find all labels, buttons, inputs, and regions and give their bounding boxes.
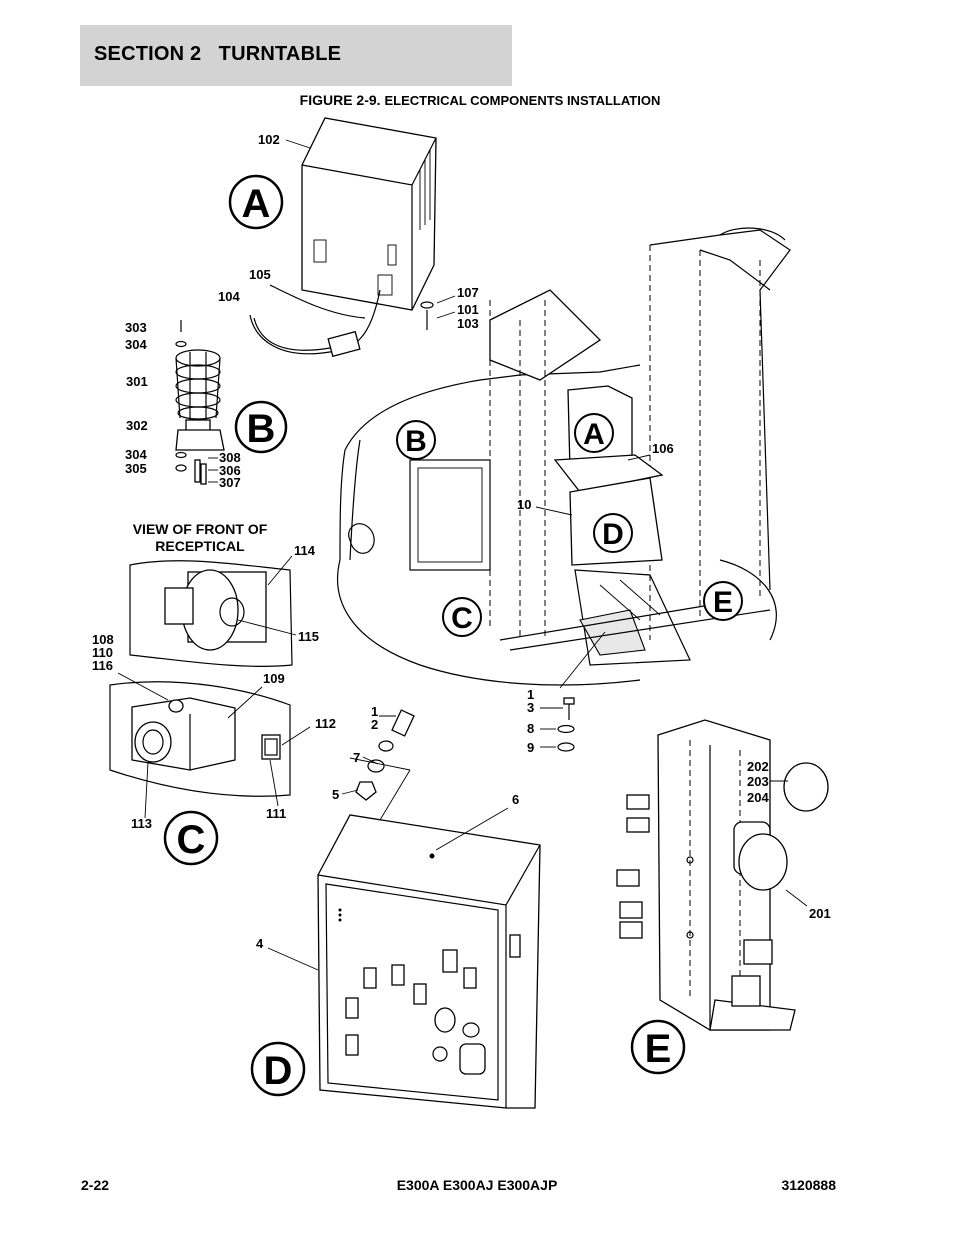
footer-models: E300A E300AJ E300AJP (396, 1177, 558, 1193)
callout-305: 305 (125, 461, 147, 476)
callout-202: 202 (747, 759, 769, 774)
callout-109: 109 (263, 671, 285, 686)
callout-105: 105 (249, 267, 271, 282)
detail-letter-c-large: C (163, 810, 219, 866)
figure-caption: ELECTRICAL COMPONENTS INSTALLATION (384, 93, 661, 108)
figure-title: FIGURE 2-9. ELECTRICAL COMPONENTS INSTAL… (0, 92, 954, 108)
view-caption-line2: RECEPTICAL (155, 538, 245, 554)
detail-letter-b-large: B (234, 400, 288, 454)
figure-number: FIGURE 2-9. (299, 92, 381, 108)
callout-7: 7 (353, 750, 360, 765)
callout-303: 303 (125, 320, 147, 335)
control-box-4 (317, 814, 541, 1109)
svg-text:D: D (264, 1049, 293, 1093)
callout-302: 302 (126, 418, 148, 433)
detail-marker-b: B (396, 420, 436, 460)
callout-2: 2 (371, 717, 378, 732)
callout-114: 114 (294, 543, 316, 558)
callout-108: 108 (92, 632, 114, 647)
callout-304-bottom: 304 (125, 447, 147, 462)
footer-page-number: 2-22 (81, 1177, 110, 1193)
detail-letter-d-large: D (250, 1041, 306, 1097)
callout-8: 8 (527, 721, 534, 736)
callout-104: 104 (218, 289, 240, 304)
detail-marker-e: E (703, 581, 743, 621)
callout-3: 3 (527, 700, 534, 715)
section-header: SECTION 2 TURNTABLE (94, 43, 342, 65)
svg-text:C: C (177, 818, 206, 862)
footer-doc-number: 3120888 (781, 1177, 836, 1193)
callout-110: 110 (92, 645, 113, 660)
detail-letter-e-large: E (630, 1019, 686, 1075)
svg-text:B: B (247, 407, 276, 451)
callout-116: 116 (92, 658, 113, 673)
callout-201: 201 (809, 906, 831, 921)
svg-text:E: E (645, 1027, 672, 1071)
svg-text:A: A (242, 182, 271, 226)
callout-115: 115 (298, 629, 319, 644)
detail-marker-d: D (593, 513, 633, 553)
callout-307: 307 (219, 475, 241, 490)
rail-assembly-e (616, 719, 829, 1031)
callout-1-bolt: 1 (527, 687, 534, 702)
callout-301: 301 (126, 374, 148, 389)
callout-4: 4 (256, 936, 264, 951)
callout-5: 5 (332, 787, 339, 802)
callout-6: 6 (512, 792, 519, 807)
callout-111: 111 (266, 806, 286, 821)
section-header-box: SECTION 2 TURNTABLE (80, 25, 512, 86)
callout-103: 103 (457, 316, 479, 331)
callout-306: 306 (219, 463, 241, 478)
svg-text:B: B (405, 425, 427, 458)
callout-107: 107 (457, 285, 479, 300)
callout-204: 204 (747, 790, 769, 805)
svg-text:C: C (451, 602, 473, 635)
callout-203: 203 (747, 774, 769, 789)
svg-text:D: D (602, 518, 624, 551)
detail-marker-a: A (574, 413, 614, 453)
receptical-view (129, 560, 293, 667)
turntable-assembly (336, 227, 791, 686)
callout-308: 308 (219, 450, 241, 465)
callout-1-fitting: 1 (371, 704, 378, 719)
cord-104 (249, 289, 381, 355)
box-102 (301, 117, 437, 311)
svg-text:A: A (583, 418, 605, 451)
cord-105 (269, 284, 366, 319)
callout-102: 102 (258, 132, 280, 147)
detail-letter-a-large: A (228, 174, 284, 230)
detail-marker-c: C (442, 597, 482, 637)
callout-113: 113 (131, 816, 152, 831)
callout-106: 106 (652, 441, 674, 456)
callout-9: 9 (527, 740, 534, 755)
light-301 (175, 320, 225, 451)
detail-c-box (109, 681, 291, 797)
view-caption-line1: VIEW OF FRONT OF (133, 521, 268, 537)
callout-304-top: 304 (125, 337, 147, 352)
svg-text:E: E (713, 586, 733, 619)
callout-101: 101 (457, 302, 479, 317)
callout-10: 10 (517, 497, 531, 512)
callout-112: 112 (315, 716, 336, 731)
